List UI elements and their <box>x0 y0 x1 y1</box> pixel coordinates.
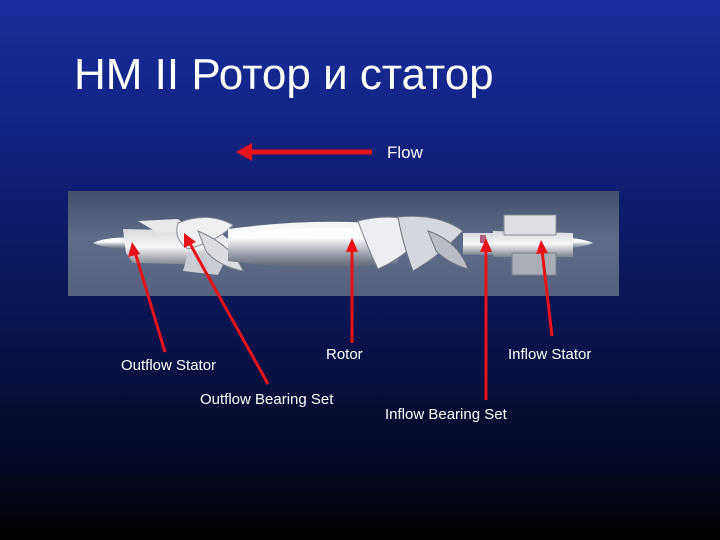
slide-title: HM II Ротор и статор <box>74 50 494 99</box>
flow-label: Flow <box>387 143 423 162</box>
outflow-stator-pointer <box>133 251 167 353</box>
rotor-blade-3 <box>427 230 469 270</box>
rotor-label: Rotor <box>326 346 363 363</box>
outflow-stator-pointer-head <box>128 242 140 257</box>
outflow-stator-label: Outflow Stator <box>121 357 217 374</box>
inflow-stator-vane-top <box>503 214 557 236</box>
inflow-bearing-set-label: Inflow Bearing Set <box>385 406 507 423</box>
inflow-bearing-pointer-head <box>480 238 492 252</box>
outflow-bearing-set-label: Outflow Bearing Set <box>200 391 334 408</box>
outflow-bearing-pointer <box>187 241 270 385</box>
inflow-stator-pointer <box>540 249 554 337</box>
inflow-stator-pointer-head <box>536 240 548 254</box>
rotor-pointer-head <box>346 238 358 252</box>
flow-arrow-head <box>236 143 252 161</box>
inflow-stator-label: Inflow Stator <box>508 346 592 363</box>
inflow-bearing-mark <box>480 235 486 243</box>
pump-photo <box>68 191 619 296</box>
inflow-stator-body <box>493 231 573 257</box>
outflow-bearing-pointer-head <box>184 233 196 248</box>
